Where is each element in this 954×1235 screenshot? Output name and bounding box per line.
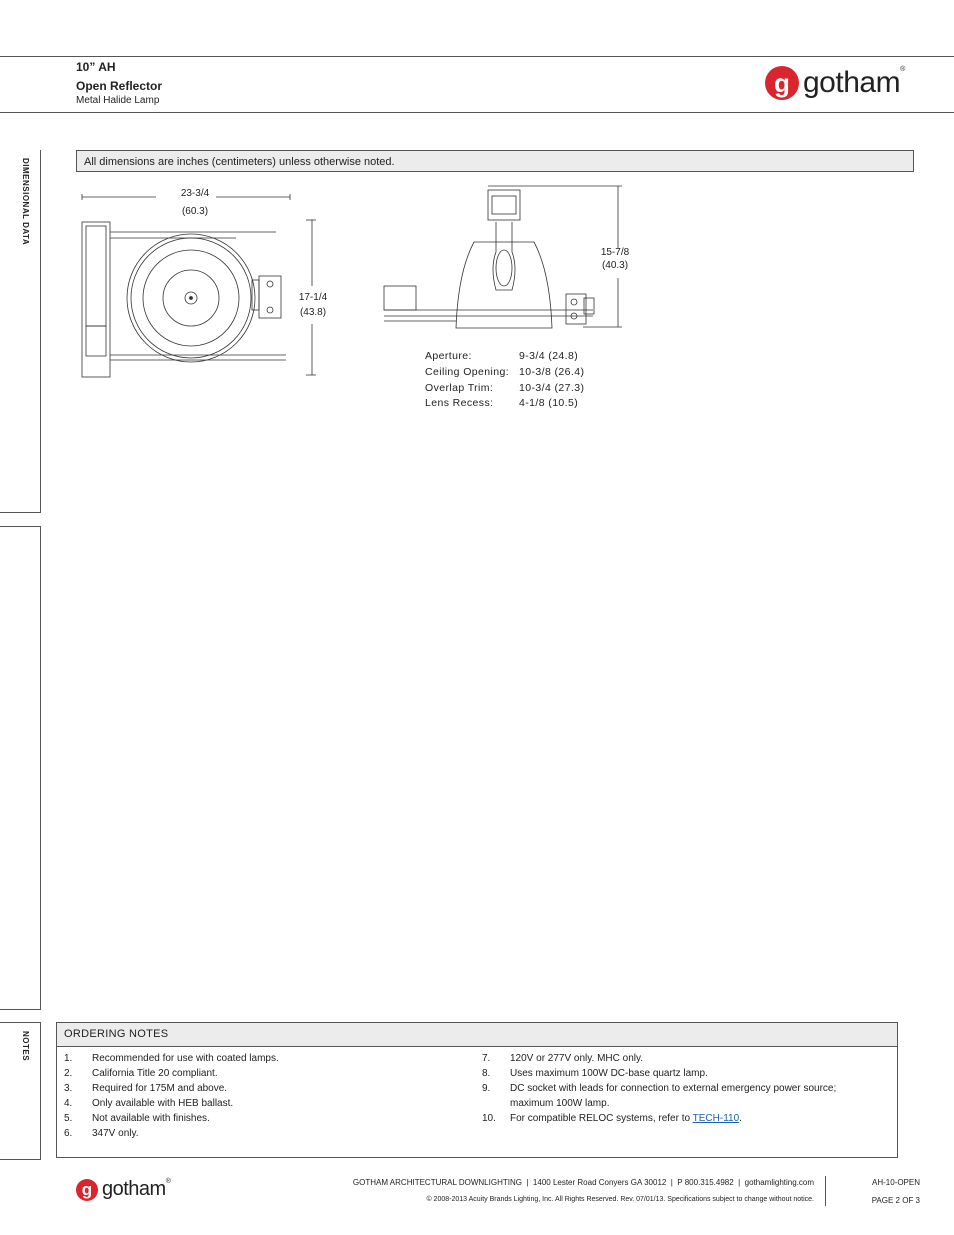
spec-value: 4-1/8 (10.5) (519, 397, 579, 410)
note-item: 8.Uses maximum 100W DC-base quartz lamp. (482, 1068, 708, 1079)
footer-logo-text: gotham (102, 1178, 166, 1200)
notes-right-column: 7.120V or 277V only. MHC only. 8.Uses ma… (482, 1051, 872, 1126)
depth-inches: 17-1/4 (298, 292, 328, 303)
note-item: 6.347V only. (64, 1128, 139, 1139)
height-inches: 15-7/8 (600, 247, 630, 258)
side-tab-dimensional-label: DIMENSIONAL DATA (21, 158, 30, 246)
note-item: 4.Only available with HEB ballast. (64, 1098, 234, 1109)
gotham-logo: g gotham® (765, 66, 905, 100)
width-inches: 23-3/4 (180, 188, 210, 199)
footer-logo-icon: g (76, 1178, 98, 1201)
footer-divider (825, 1176, 826, 1206)
product-title: 10” AH (76, 60, 116, 74)
side-tab-notes: NOTES (0, 1022, 41, 1160)
spec-table: Aperture: 9-3/4 (24.8) Ceiling Opening: 10… (425, 349, 594, 412)
footer-logo: g gotham® (76, 1178, 171, 1201)
side-tab-blank (0, 526, 41, 1010)
lamp-subtitle: Metal Halide Lamp (76, 95, 160, 106)
footer-copyright: © 2008-2013 Acuity Brands Lighting, Inc.… (426, 1196, 814, 1203)
header-top-rule (0, 56, 954, 57)
elevation-view-drawing (383, 185, 622, 329)
spec-label: Aperture: (425, 350, 472, 362)
depth-dimension: 17-1/4 (43.8) (288, 290, 338, 320)
dimension-note-bar: All dimensions are inches (centimeters) … (76, 150, 914, 172)
depth-cm: (43.8) (299, 307, 327, 318)
spec-value: 10-3/4 (27.3) (519, 381, 585, 394)
side-tab-notes-label: NOTES (21, 1031, 30, 1062)
spec-value: 9-3/4 (24.8) (519, 350, 579, 362)
spec-row: Overlap Trim: 10-3/4 (27.3) (425, 381, 594, 397)
ordering-notes-box: ORDERING NOTES 1.Recommended for use wit… (56, 1022, 898, 1158)
header-bottom-rule (0, 112, 954, 113)
note-item: 10.For compatible RELOC systems, refer t… (482, 1113, 742, 1124)
note-item: 7.120V or 277V only. MHC only. (482, 1053, 644, 1064)
spec-label: Ceiling Opening: (425, 365, 510, 378)
height-cm: (40.3) (601, 260, 629, 271)
note-item: 1.Recommended for use with coated lamps. (64, 1053, 279, 1064)
spec-row: Lens Recess: 4-1/8 (10.5) (425, 396, 594, 412)
footer-company-line: GOTHAM ARCHITECTURAL DOWNLIGHTING | 1400… (352, 1178, 814, 1187)
footer-page: PAGE 2 OF 3 (871, 1196, 920, 1205)
footer-code: AH-10-OPEN (871, 1178, 920, 1187)
footer-logo-reg: ® (165, 1178, 171, 1185)
logo-text: gotham (803, 66, 901, 99)
note-item: 3.Required for 175M and above. (64, 1083, 228, 1094)
logo-icon: g (765, 66, 799, 100)
logo-reg: ® (900, 66, 905, 73)
width-cm: (60.3) (181, 206, 209, 217)
plan-view-drawing (81, 194, 316, 378)
spec-row: Ceiling Opening: 10-3/8 (26.4) (425, 365, 594, 381)
notes-left-column: 1.Recommended for use with coated lamps.… (64, 1051, 454, 1141)
spec-value: 10-3/8 (26.4) (519, 365, 585, 378)
spec-label: Lens Recess: (425, 397, 494, 410)
tech-110-link[interactable]: TECH-110 (692, 1113, 740, 1124)
note-item: 9.DC socket with leads for connection to… (482, 1083, 837, 1109)
spec-label: Overlap Trim: (425, 381, 494, 394)
ordering-notes-title: ORDERING NOTES (57, 1023, 897, 1047)
height-dimension: 15-7/8 (40.3) (590, 246, 640, 272)
width-dimension: 23-3/4 (60.3) (160, 186, 230, 219)
reflector-title: Open Reflector (76, 79, 163, 93)
spec-row: Aperture: 9-3/4 (24.8) (425, 349, 594, 365)
note-item: 2.California Title 20 compliant. (64, 1068, 218, 1079)
note-item: 5.Not available with finishes. (64, 1113, 210, 1124)
side-tab-dimensional: DIMENSIONAL DATA (0, 150, 41, 513)
